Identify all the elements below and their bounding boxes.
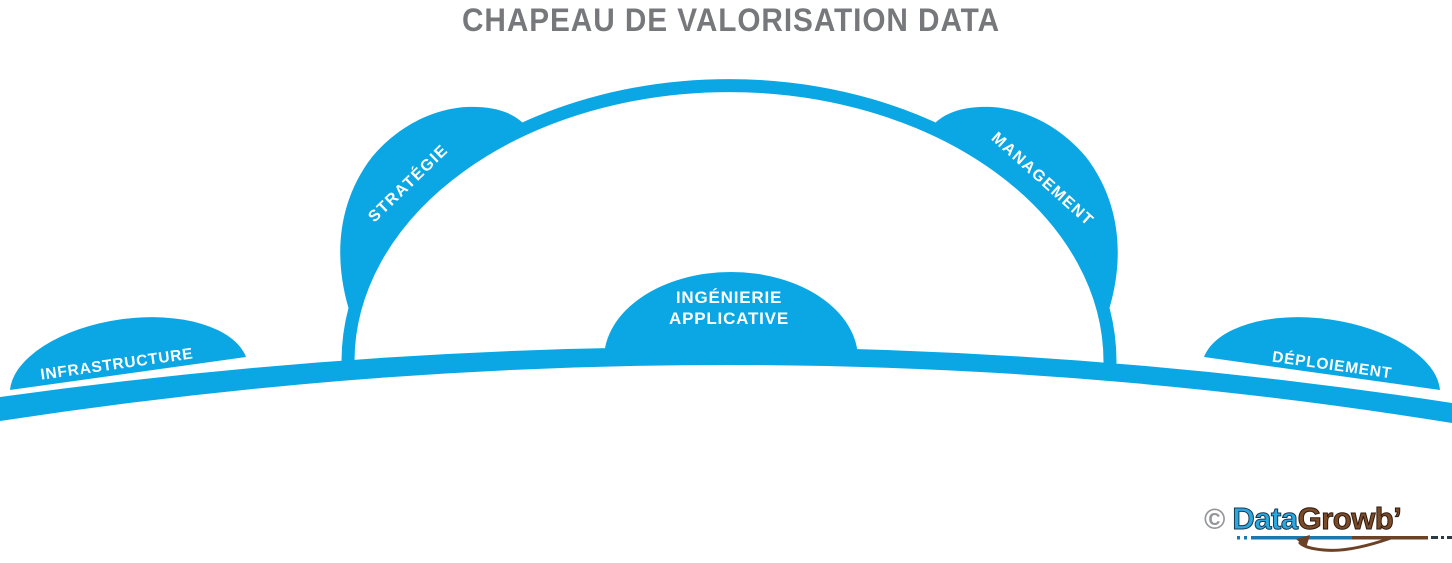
infrastructure-bump-shape <box>10 317 246 390</box>
brand-name-data: Data <box>1232 501 1299 537</box>
deployment-bump-shape <box>1204 317 1440 390</box>
label-engineering-applicative: INGÉNIERIE APPLICATIVE <box>669 287 789 329</box>
datagrowb-logo: © Data Growb’ <box>1204 501 1402 537</box>
page-title: CHAPEAU DE VALORISATION DATA <box>461 2 1001 38</box>
logo-underline-arrow-icon <box>1237 535 1452 552</box>
label-engineering-line2: APPLICATIVE <box>669 309 789 328</box>
hat-brim-shape <box>0 346 1452 423</box>
hat-crown-arc <box>341 79 1117 369</box>
strategy-crescent-shape <box>340 106 523 316</box>
management-crescent-shape <box>935 106 1118 316</box>
brand-name-growb: Growb’ <box>1297 501 1402 537</box>
copyright-icon: © <box>1204 504 1226 536</box>
label-engineering-line1: INGÉNIERIE <box>675 288 783 307</box>
engineering-bump-shape <box>604 272 858 359</box>
